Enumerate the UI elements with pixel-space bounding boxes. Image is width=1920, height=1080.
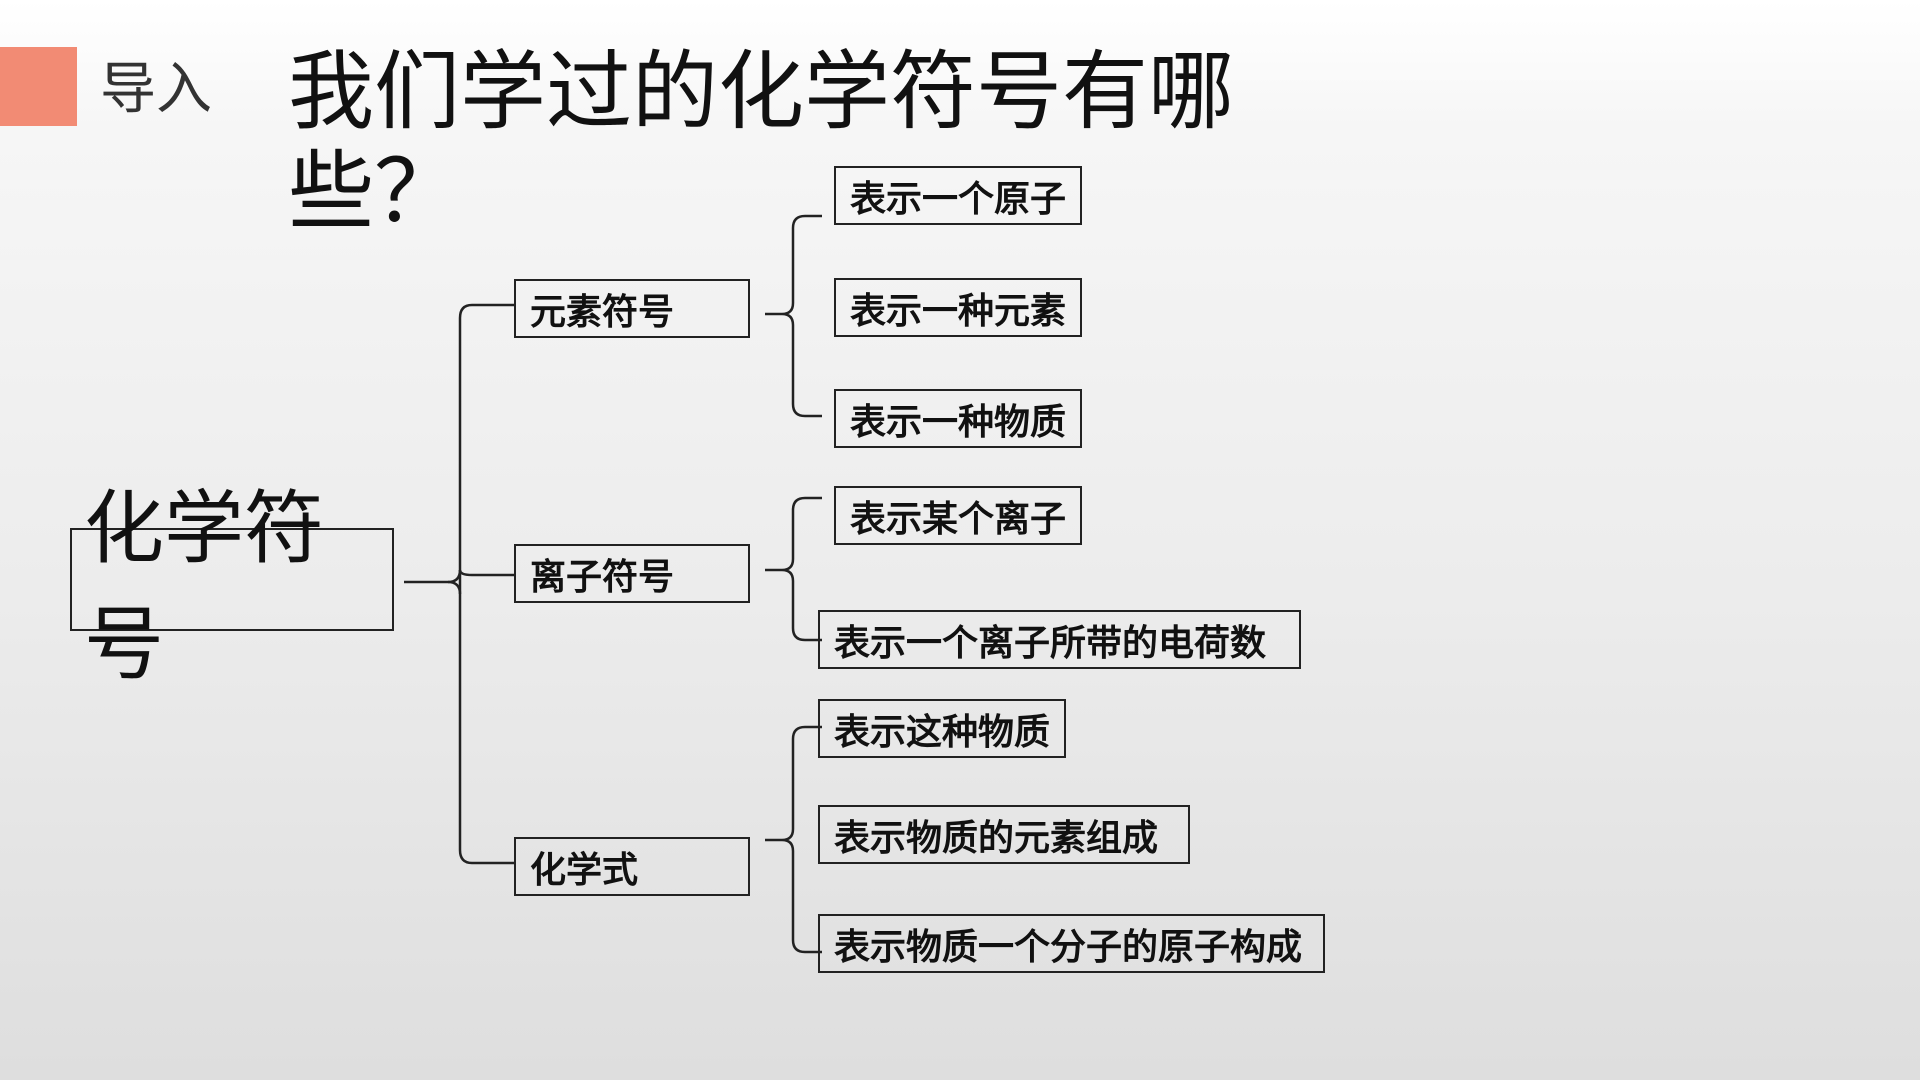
accent-block bbox=[0, 47, 77, 126]
root-bracket-mid bbox=[447, 569, 514, 595]
branch2-bracket bbox=[765, 496, 822, 642]
section-label: 导入 bbox=[100, 57, 212, 122]
branch-node-ion-symbol: 离子符号 bbox=[514, 544, 750, 603]
root-bracket-lower bbox=[458, 570, 514, 865]
branch-node-chemical-formula: 化学式 bbox=[514, 837, 750, 896]
root-bracket bbox=[404, 303, 514, 584]
leaf-node: 表示一种元素 bbox=[834, 278, 1082, 337]
leaf-node: 表示一个离子所带的电荷数 bbox=[818, 610, 1301, 669]
branch3-bracket bbox=[765, 725, 822, 954]
leaf-node: 表示物质的元素组成 bbox=[818, 805, 1190, 864]
branch-node-element-symbol: 元素符号 bbox=[514, 279, 750, 338]
leaf-node: 表示一种物质 bbox=[834, 389, 1082, 448]
root-node: 化学符号 bbox=[70, 482, 394, 691]
leaf-node: 表示物质一个分子的原子构成 bbox=[818, 914, 1325, 973]
leaf-node: 表示某个离子 bbox=[834, 486, 1082, 545]
branch1-bracket bbox=[765, 214, 822, 418]
slide-title: 我们学过的化学符号有哪些？ bbox=[288, 42, 1234, 242]
leaf-node: 表示这种物质 bbox=[818, 699, 1066, 758]
leaf-node: 表示一个原子 bbox=[834, 166, 1082, 225]
